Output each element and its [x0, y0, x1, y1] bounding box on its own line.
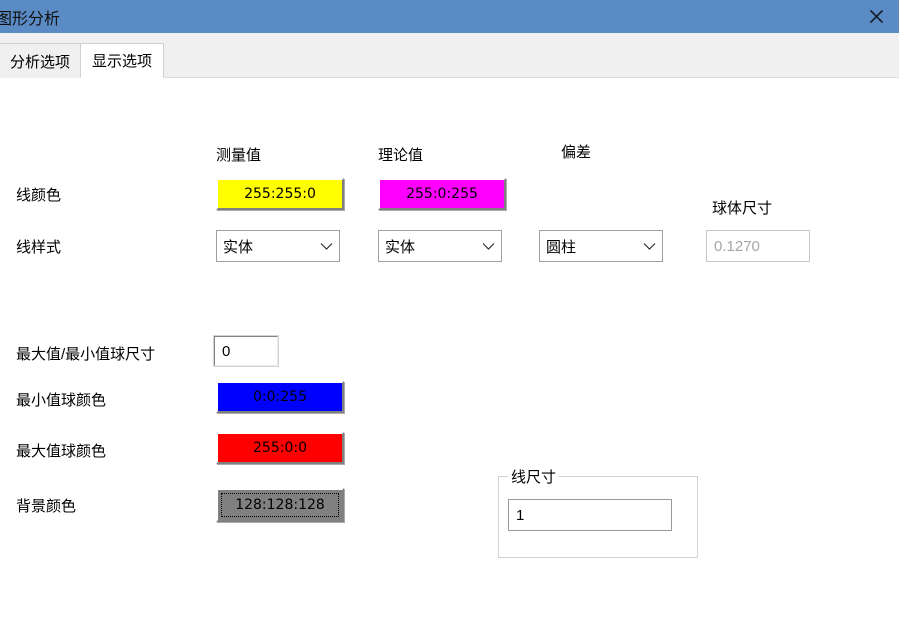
- label-min-sphere-color: 最小值球颜色: [16, 392, 107, 409]
- close-icon[interactable]: [853, 0, 899, 33]
- swatch-value: 255:0:255: [406, 186, 478, 202]
- chevron-down-icon: [636, 242, 662, 251]
- swatch-value: 0:0:255: [253, 389, 307, 405]
- select-deviation-style[interactable]: 圆柱: [539, 230, 663, 262]
- select-theoretical-line-style[interactable]: 实体: [378, 230, 502, 262]
- tab-label: 分析选项: [9, 53, 70, 71]
- label-background-color: 背景颜色: [16, 498, 77, 515]
- chevron-down-icon: [313, 242, 339, 251]
- window-title: 图形分析: [0, 10, 61, 28]
- tab-strip: 分析选项 显示选项: [0, 33, 899, 78]
- input-sphere-size[interactable]: 0.1270: [706, 230, 810, 262]
- tab-analysis-options[interactable]: 分析选项: [0, 43, 82, 78]
- input-line-size[interactable]: 1: [508, 499, 672, 531]
- swatch-min-sphere-color[interactable]: 0:0:255: [216, 381, 344, 413]
- groupbox-line-size: 线尺寸 1: [498, 466, 698, 558]
- input-value: 0.1270: [714, 237, 760, 255]
- select-value: 圆柱: [546, 238, 577, 256]
- select-measured-line-style[interactable]: 实体: [216, 230, 340, 262]
- swatch-value: 128:128:128: [235, 497, 325, 513]
- swatch-theoretical-line-color[interactable]: 255:0:255: [378, 178, 506, 210]
- label-max-min-sphere-size: 最大值/最小值球尺寸: [16, 346, 156, 363]
- column-header-measured: 测量值: [216, 147, 262, 164]
- label-sphere-size: 球体尺寸: [712, 200, 773, 217]
- swatch-max-sphere-color[interactable]: 255:0:0: [216, 432, 344, 464]
- window-titlebar: 图形分析: [0, 0, 899, 33]
- label-line-style: 线样式: [16, 239, 62, 256]
- swatch-background-color[interactable]: 128:128:128: [216, 488, 344, 522]
- column-header-theoretical: 理论值: [378, 147, 424, 164]
- select-value: 实体: [223, 238, 254, 256]
- label-max-sphere-color: 最大值球颜色: [16, 443, 107, 460]
- chevron-down-icon: [475, 242, 501, 251]
- input-max-min-sphere-size[interactable]: 0: [213, 335, 279, 367]
- input-value: 0: [222, 342, 231, 360]
- display-options-panel: 测量值 理论值 偏差 线颜色 255:255:0 255:0:255 球体尺寸 …: [0, 78, 899, 640]
- select-value: 实体: [385, 238, 416, 256]
- column-header-deviation: 偏差: [561, 144, 592, 161]
- groupbox-title: 线尺寸: [508, 466, 560, 487]
- swatch-measured-line-color[interactable]: 255:255:0: [216, 178, 344, 210]
- swatch-value: 255:0:0: [253, 440, 307, 456]
- tab-label: 显示选项: [91, 53, 152, 70]
- swatch-value: 255:255:0: [244, 186, 316, 202]
- input-value: 1: [516, 506, 525, 524]
- label-line-color: 线颜色: [16, 187, 62, 204]
- tab-display-options[interactable]: 显示选项: [80, 43, 164, 78]
